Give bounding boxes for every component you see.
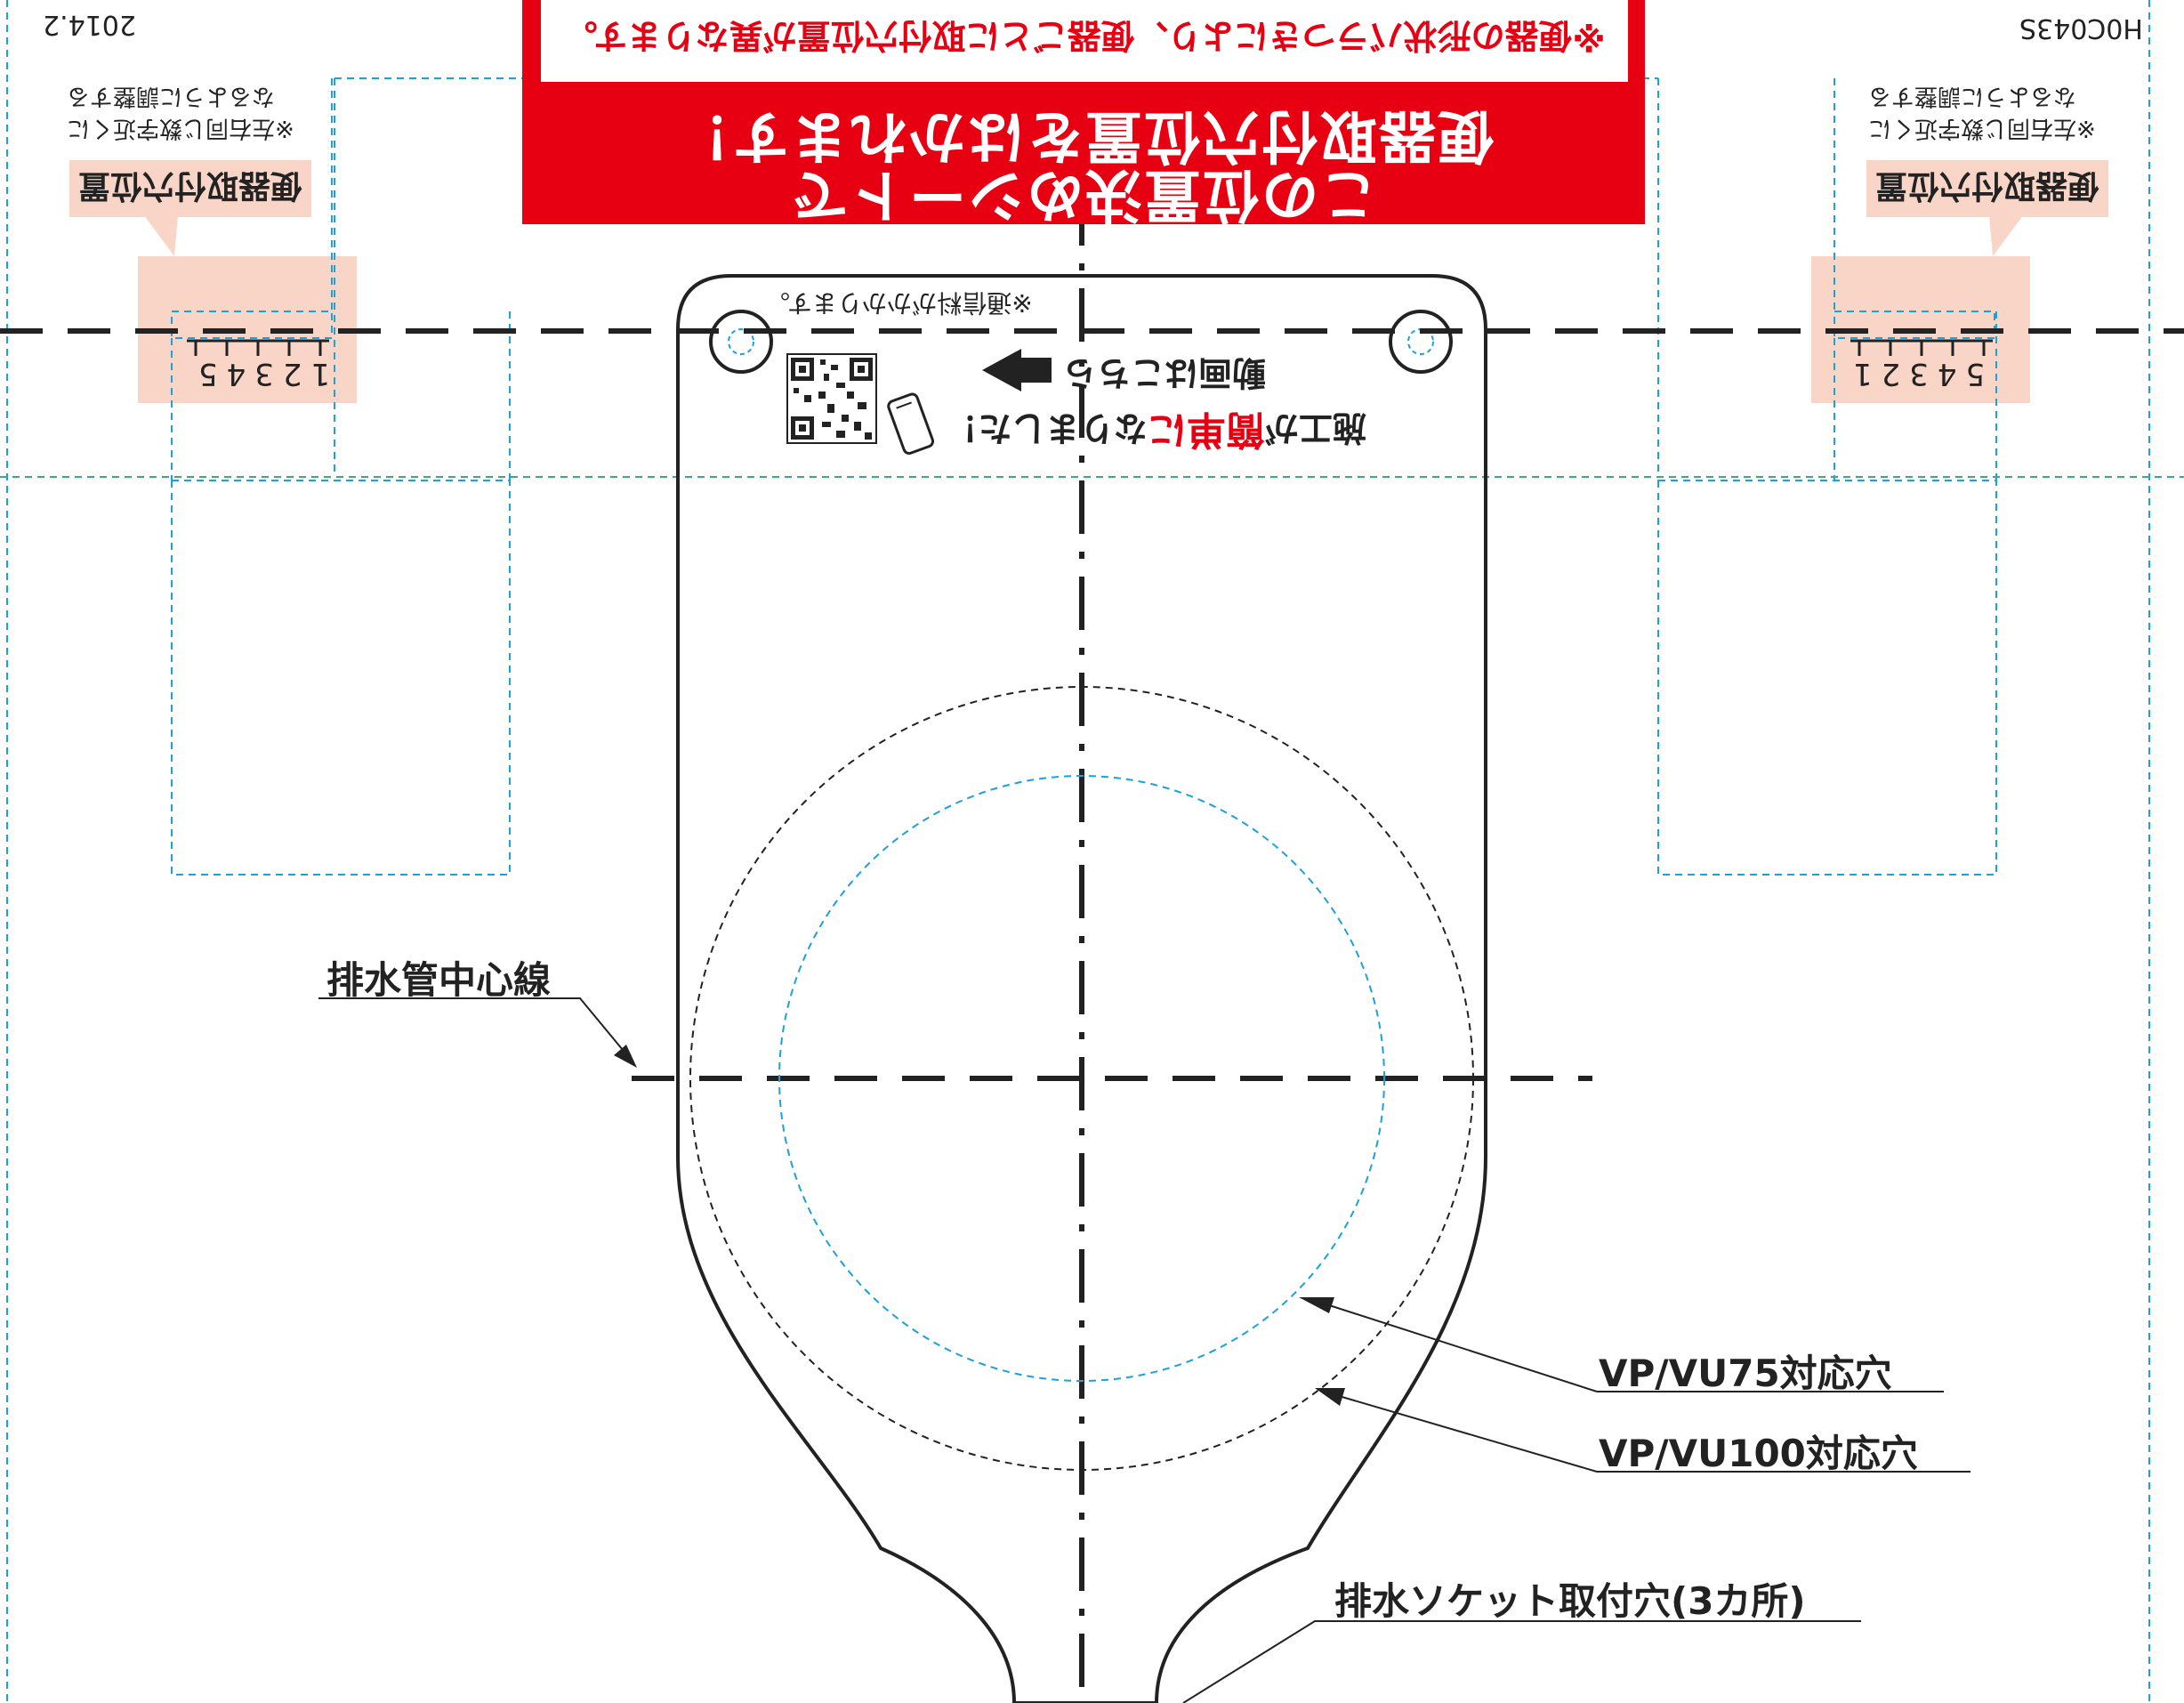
left-position-title: 便器取付穴位置 — [69, 160, 312, 217]
left-mounting-hole-inner — [728, 328, 754, 355]
banner-note: ※便器の形状バラつきにより、便器ごとに取付穴位置が異なります。 — [563, 16, 1606, 55]
left-scale-numbers: 12345 — [189, 356, 331, 391]
video-link-label: 動画はこちら — [1063, 353, 1267, 392]
left-adjust-note-line2: なるように調整する — [67, 83, 276, 109]
date-code: 2014.2 — [43, 9, 136, 40]
banner-line-2: 便器取付穴位置をはかれます！ — [673, 102, 1495, 168]
smartphone-icon — [887, 392, 935, 455]
right-position-pointer — [1989, 215, 2023, 256]
right-scale-ticks — [1850, 339, 1993, 356]
right-adjust-note: ※左右同じ数字近くに なるように調整する — [1868, 80, 2108, 144]
banner-note-box — [541, 0, 1628, 82]
promo-text: 施工が簡単になりました！ — [945, 405, 1366, 462]
template-outline — [676, 274, 1487, 1703]
vp100-hole-circle — [689, 686, 1474, 1471]
promo-prefix: 施工が — [1265, 408, 1367, 448]
right-adjust-note-line1: ※左右同じ数字近くに — [1868, 115, 2096, 141]
data-charge-note: ※通信料がかかります。 — [765, 288, 1033, 318]
socket-holes-label: 排水ソケット取付穴(3カ所) — [1334, 1579, 1806, 1623]
promo-suffix: なりました！ — [945, 408, 1148, 448]
vp75-hole-circle — [778, 775, 1385, 1382]
right-adjust-note-line2: なるように調整する — [1868, 83, 2077, 109]
callout-arrowheads — [614, 1045, 1345, 1406]
qr-code — [786, 353, 877, 444]
promo-emphasis: 簡単に — [1148, 407, 1266, 452]
vp100-label: VP/VU100対応穴 — [1599, 1432, 1918, 1475]
right-scale-numbers: 54321 — [1844, 356, 1986, 391]
right-position-title: 便器取付穴位置 — [1866, 160, 2109, 217]
left-position-pointer — [144, 215, 178, 256]
left-adjust-note-line1: ※左右同じ数字近くに — [67, 115, 294, 141]
product-code: H0C043S — [2019, 12, 2143, 44]
left-mounting-hole — [709, 310, 773, 374]
left-scale-ticks — [187, 339, 329, 356]
callout-leaders — [318, 997, 1970, 1703]
pipe-center-label: 排水管中心線 — [326, 958, 552, 1002]
right-mounting-hole — [1389, 310, 1453, 374]
left-arrow-icon — [982, 349, 1052, 391]
vp75-label: VP/VU75対応穴 — [1599, 1352, 1892, 1395]
left-adjust-note: ※左右同じ数字近くに なるように調整する — [67, 80, 307, 144]
